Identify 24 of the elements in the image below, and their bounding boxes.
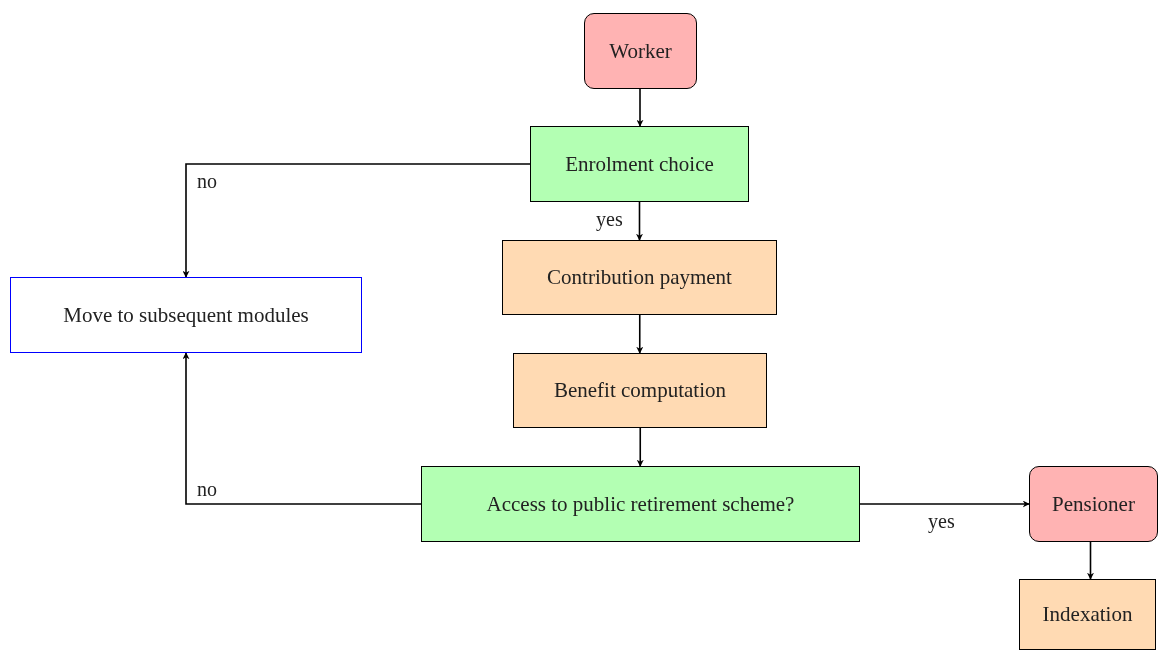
decision-box — [421, 466, 860, 542]
node-label: Indexation — [1042, 602, 1133, 627]
arrow — [859, 500, 1030, 508]
process-box — [1019, 579, 1156, 650]
arrow — [182, 163, 531, 278]
decision-box — [530, 126, 749, 202]
process-box — [513, 353, 767, 428]
arrow — [636, 88, 644, 127]
node-label: Pensioner — [1052, 491, 1135, 517]
process-box — [502, 240, 777, 315]
node-label: Access to public retirement scheme? — [486, 491, 795, 517]
node-label: Benefit computation — [553, 378, 726, 403]
exit-box — [10, 277, 362, 353]
node-label: Move to subsequent modules — [63, 302, 309, 328]
arrow — [636, 314, 644, 354]
arrow — [182, 352, 422, 505]
arrow — [636, 427, 644, 467]
arrow — [636, 201, 643, 241]
node-label: Enrolment choice — [565, 151, 714, 177]
arrow — [1087, 541, 1094, 580]
terminal-box — [584, 13, 697, 89]
node-label: Worker — [609, 38, 672, 64]
node-label: Contribution payment — [547, 265, 732, 290]
terminal-box — [1029, 466, 1158, 542]
